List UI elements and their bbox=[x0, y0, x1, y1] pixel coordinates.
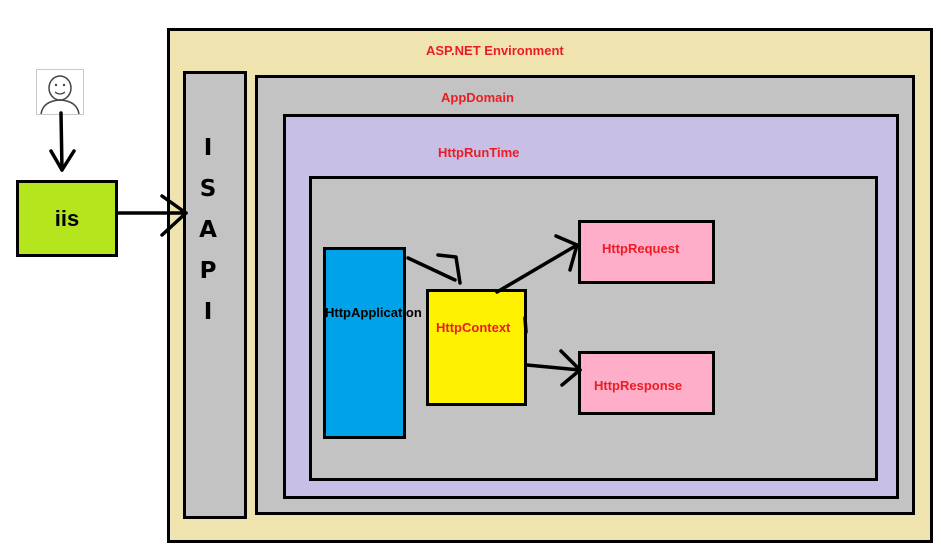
isapi-label: I S A P I bbox=[190, 128, 226, 333]
context-to-response-arrow bbox=[525, 349, 582, 387]
user-to-iis-arrow bbox=[49, 111, 76, 172]
httpcontext-label: HttpContext bbox=[436, 320, 511, 335]
context-marker bbox=[523, 316, 528, 334]
httpapplication-label: HttpApplication bbox=[325, 305, 422, 320]
isapi-letter: A bbox=[199, 217, 217, 243]
httpresponse-box bbox=[578, 351, 715, 415]
isapi-letter: P bbox=[199, 258, 217, 284]
isapi-letter: S bbox=[199, 176, 217, 202]
iis-box bbox=[16, 180, 118, 257]
context-to-request-arrow bbox=[495, 234, 579, 294]
application-to-context-arrow bbox=[406, 253, 462, 285]
isapi-box bbox=[183, 71, 247, 519]
httpresponse-label: HttpResponse bbox=[594, 378, 683, 393]
appdomain-label: AppDomain bbox=[441, 90, 514, 105]
httpcontext-box bbox=[426, 289, 527, 406]
iis-to-isapi-arrow bbox=[116, 194, 188, 237]
aspnet-environment-label: ASP.NET Environment bbox=[426, 43, 564, 58]
httprequest-box bbox=[578, 220, 715, 284]
isapi-letter: I bbox=[203, 135, 213, 161]
isapi-letter: I bbox=[203, 299, 213, 325]
httprequest-label: HttpRequest bbox=[602, 241, 680, 256]
iis-label: iis bbox=[54, 205, 80, 231]
user-avatar-icon bbox=[36, 69, 84, 115]
httpruntime-label: HttpRunTime bbox=[438, 145, 520, 160]
httpapplication-box bbox=[323, 247, 406, 439]
